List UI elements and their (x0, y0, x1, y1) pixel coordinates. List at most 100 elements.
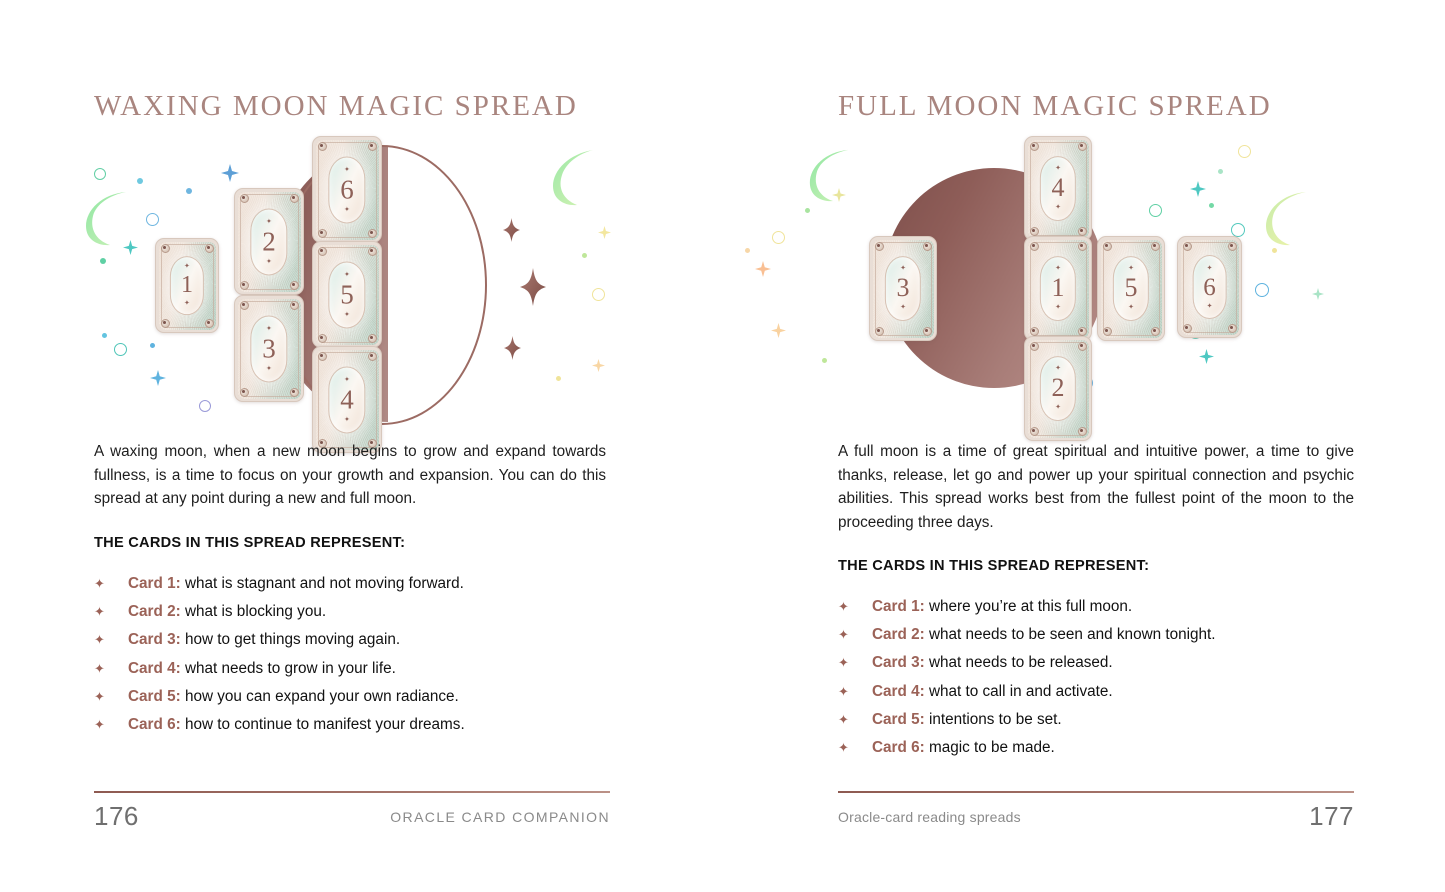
ring-icon (146, 213, 159, 226)
card-pip-icon: ✦ (344, 311, 350, 318)
card-corner-moon-icon (239, 300, 249, 310)
card-pip-icon: ✦ (1055, 365, 1061, 373)
card-corner-moon-icon (1077, 226, 1087, 236)
oracle-card-4: ✦ 4 ✦ (1024, 136, 1092, 241)
card-corner-moon-icon (1029, 241, 1039, 251)
card-meaning-label: Card 2: (872, 626, 925, 644)
card-corner-moon-icon (204, 243, 214, 253)
sparkle-bullet-icon: ✦ (94, 632, 105, 648)
card-corner-moon-icon (874, 326, 884, 336)
card-corner-moon-icon (367, 246, 377, 256)
dot-icon (1209, 203, 1214, 208)
ring-icon (1231, 223, 1245, 237)
card-corner-moon-icon (922, 326, 932, 336)
card-meaning-label: Card 5: (128, 687, 181, 705)
sparkle-bullet-icon: ✦ (94, 717, 105, 733)
sparkle-icon (520, 268, 546, 306)
card-number: 2 (262, 226, 276, 256)
card-meaning-label: Card 5: (872, 710, 925, 728)
card-medallion: ✦ 6 ✦ (1192, 255, 1227, 319)
dot-icon (582, 253, 587, 258)
card-meaning-label: Card 3: (872, 654, 925, 672)
card-number: 1 (1051, 273, 1065, 303)
card-medallion: ✦ 4 ✦ (328, 365, 366, 434)
card-corner-moon-icon (1182, 241, 1192, 251)
card-corner-moon-icon (1077, 241, 1087, 251)
card-meaning-label: Card 4: (128, 659, 181, 677)
page-title-left: WAXING MOON MAGIC SPREAD (94, 90, 578, 122)
card-corner-moon-icon (160, 243, 170, 253)
card-number: 5 (1124, 273, 1138, 303)
card-corner-moon-icon (317, 351, 327, 361)
sparkle-bullet-icon: ✦ (838, 655, 849, 671)
sparkle-bullet-icon: ✦ (94, 576, 105, 591)
card-corner-moon-icon (289, 193, 299, 203)
card-meaning-text: where you’re at this full moon. (924, 598, 1133, 615)
card-pip-icon: ✦ (1055, 204, 1061, 212)
card-medallion: ✦ 1 ✦ (1039, 255, 1077, 322)
card-corner-moon-icon (1102, 326, 1112, 336)
intro-paragraph-left: A waxing moon, when a new moon begins to… (94, 443, 606, 507)
card-meaning-text: how to continue to manifest your dreams. (180, 716, 465, 734)
oracle-card-6: ✦ 6 ✦ (1177, 236, 1242, 338)
running-head-right: Oracle-card reading spreads (838, 809, 1021, 825)
crescent-moon-icon (545, 146, 603, 208)
star-icon (1190, 181, 1206, 197)
star-icon (598, 226, 611, 239)
card-meaning-item: ✦Card 1: where you’re at this full moon. (838, 593, 1358, 621)
card-meaning-item: ✦Card 2: what needs to be seen and known… (838, 621, 1358, 649)
ring-icon (592, 288, 605, 301)
ring-icon (1255, 283, 1269, 297)
waxing-moon-outline-arc (277, 145, 487, 425)
card-corner-moon-icon (1029, 341, 1039, 351)
card-corner-moon-icon (317, 246, 327, 256)
card-pip-icon: ✦ (344, 206, 350, 213)
sparkle-bullet-icon: ✦ (838, 683, 849, 699)
star-icon (1312, 288, 1324, 300)
card-meaning-text: what needs to be seen and known tonight. (924, 626, 1216, 644)
footer-rule-right (838, 791, 1354, 793)
oracle-card-4: ✦ 4 ✦ (312, 346, 382, 453)
running-head-left: ORACLE CARD COMPANION (390, 809, 610, 825)
card-corner-moon-icon (317, 228, 327, 238)
card-pip-icon: ✦ (266, 218, 272, 225)
card-meaning-text: how you can expand your own radiance. (180, 687, 459, 705)
dot-icon (805, 208, 810, 213)
card-number: 3 (262, 333, 276, 363)
oracle-card-2: ✦ 2 ✦ (234, 188, 304, 295)
card-meaning-text: what needs to grow in your life. (180, 659, 396, 677)
card-meaning-item: ✦Card 2: what is blocking you. (94, 598, 614, 626)
card-meaning-text: what is stagnant and not moving forward. (180, 575, 464, 592)
card-corner-moon-icon (317, 141, 327, 151)
card-number: 3 (896, 273, 910, 303)
dot-icon (745, 248, 750, 253)
card-corner-moon-icon (874, 241, 884, 251)
card-meaning-label: Card 4: (872, 682, 925, 700)
dot-icon (102, 333, 107, 338)
card-medallion: ✦ 5 ✦ (328, 260, 366, 329)
card-pip-icon: ✦ (1128, 304, 1134, 312)
oracle-card-5: ✦ 5 ✦ (312, 241, 382, 348)
ring-icon (1238, 145, 1251, 158)
card-meaning-text: how to get things moving again. (180, 631, 401, 649)
card-meaning-text: what is blocking you. (180, 603, 327, 621)
card-medallion: ✦ 4 ✦ (1039, 155, 1077, 222)
card-meaning-label: Card 2: (128, 603, 181, 621)
page-right: FULL MOON MAGIC SPREAD (722, 0, 1445, 892)
card-corner-moon-icon (1102, 241, 1112, 251)
card-meaning-text: magic to be made. (924, 739, 1055, 757)
card-corner-moon-icon (1077, 326, 1087, 336)
oracle-card-3: ✦ 3 ✦ (234, 295, 304, 402)
card-corner-moon-icon (1077, 341, 1087, 351)
oracle-card-1: ✦ 1 ✦ (1024, 236, 1092, 341)
card-corner-moon-icon (1077, 141, 1087, 151)
page-number-right: 177 (1309, 801, 1354, 831)
card-pip-icon: ✦ (266, 258, 272, 265)
page-left: WAXING MOON MAGIC SPREAD (0, 0, 722, 892)
card-corner-moon-icon (317, 333, 327, 343)
card-number: 6 (1203, 273, 1216, 301)
card-meaning-label: Card 6: (128, 716, 181, 734)
full-moon-illustration: ✦ 4 ✦ ✦ 3 ✦ ✦ (722, 128, 1445, 441)
dot-icon (822, 358, 827, 363)
card-number: 6 (340, 174, 354, 204)
